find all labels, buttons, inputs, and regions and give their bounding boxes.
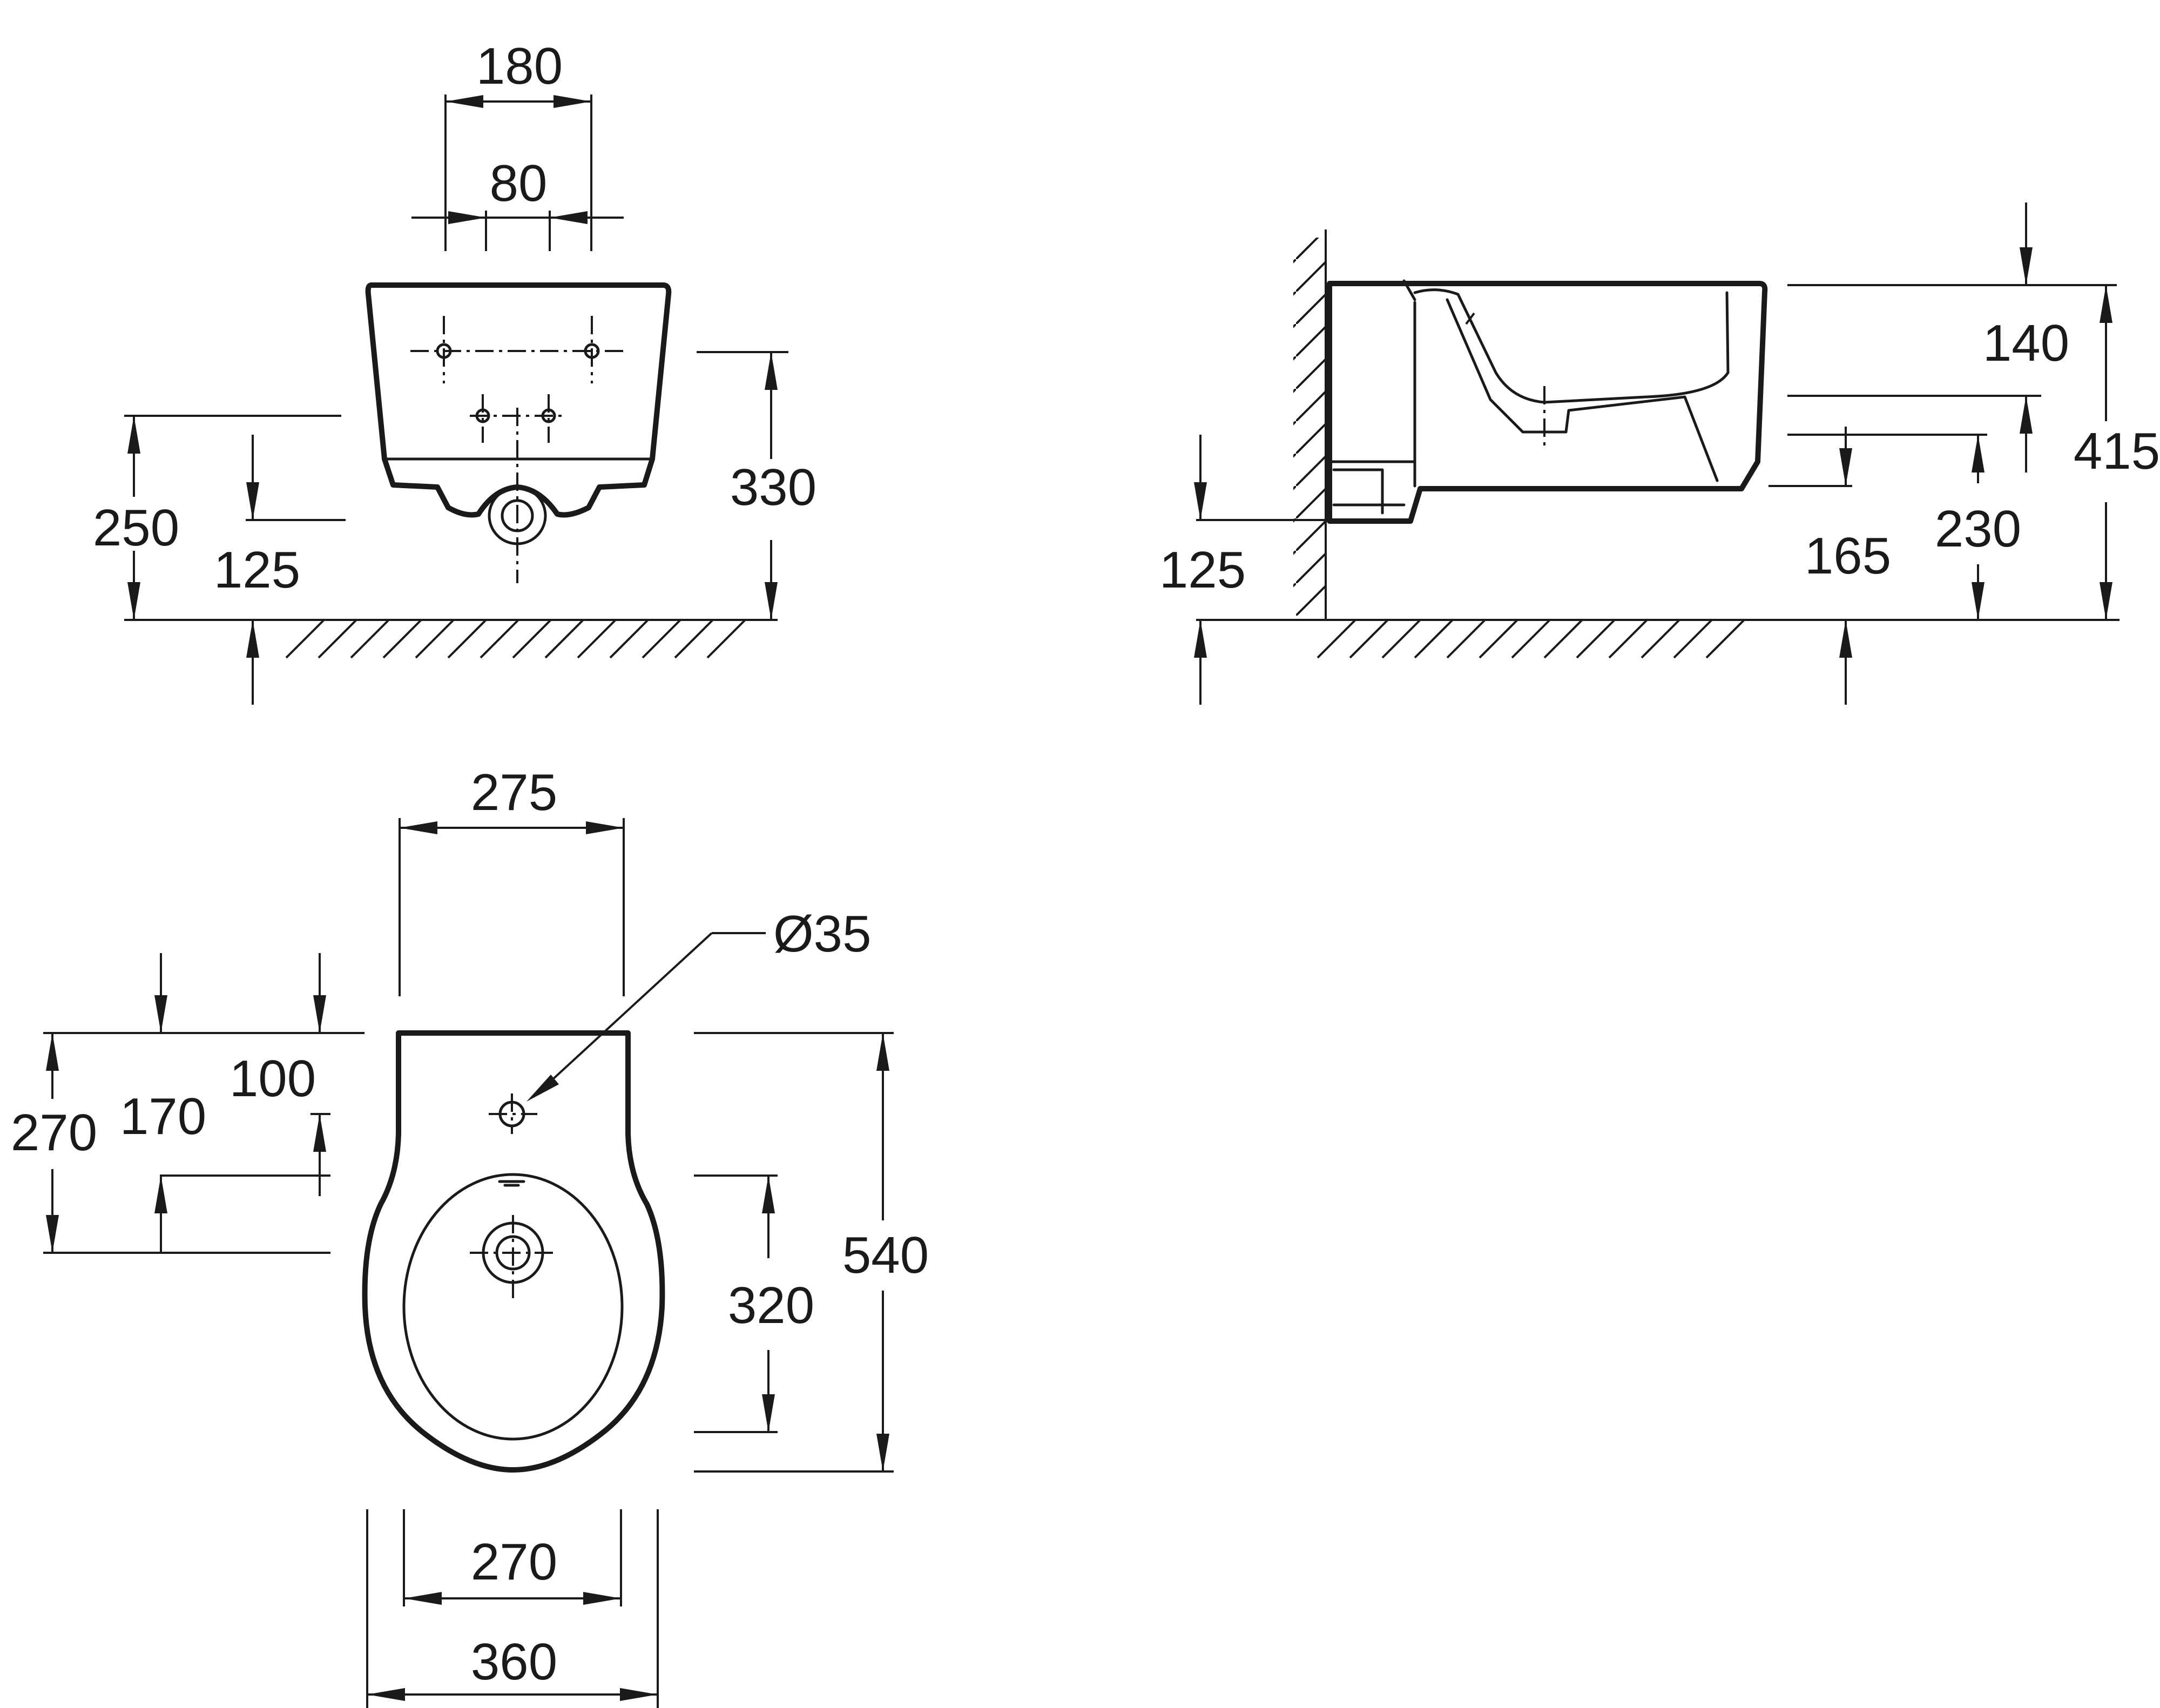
side-wall-hatch <box>1293 229 1327 620</box>
dim-top-100: 100 <box>230 953 330 1196</box>
dim-label: 275 <box>471 764 557 821</box>
dim-side-230: 230 <box>1787 434 2021 620</box>
dim-label: 125 <box>1159 541 1246 599</box>
dim-label: 230 <box>1935 500 2021 558</box>
side-body-outline <box>1327 281 1768 524</box>
dim-top-275: 275 <box>399 764 625 996</box>
top-view: 275 Ø35 270 170 <box>11 764 929 1708</box>
dim-label: 320 <box>728 1277 814 1334</box>
side-view: 140 415 230 165 <box>1159 202 2160 705</box>
dim-label: 100 <box>230 1050 316 1108</box>
dim-top-540: 540 <box>694 1032 929 1473</box>
side-bowl-inner <box>1413 288 1730 404</box>
dim-label: 270 <box>471 1533 557 1591</box>
dim-top-320: 320 <box>694 1174 814 1433</box>
dim-side-140: 140 <box>1787 202 2117 472</box>
dim-label: 180 <box>476 37 563 95</box>
dim-top-360: 360 <box>366 1509 659 1708</box>
dim-front-180: 180 <box>444 37 592 251</box>
dim-label: 250 <box>93 499 179 557</box>
top-bowl-inner <box>402 1173 624 1441</box>
dim-label: Ø35 <box>773 905 871 963</box>
front-tap-hole-left-icon <box>436 343 452 359</box>
dim-label: 270 <box>11 1104 97 1162</box>
side-bowl-floor <box>1446 298 1719 482</box>
dim-side-125: 125 <box>1159 435 1326 705</box>
dim-label: 360 <box>471 1633 557 1691</box>
dim-side-415: 415 <box>2074 285 2160 621</box>
dim-label: 140 <box>1983 314 2069 372</box>
dim-top-270-left: 270 <box>11 1032 364 1254</box>
front-tap-hole-right-icon <box>584 343 600 359</box>
dim-top-170: 170 <box>120 953 330 1253</box>
dim-front-125: 125 <box>214 435 346 705</box>
side-floor-hatch <box>1317 619 2120 659</box>
dim-label: 165 <box>1805 527 1891 585</box>
dim-label: 80 <box>490 154 548 212</box>
dim-top-270-bottom: 270 <box>403 1509 622 1606</box>
dim-label: 540 <box>842 1226 929 1284</box>
dim-label: 170 <box>120 1088 206 1145</box>
dim-top-hole-diameter: Ø35 <box>526 905 871 1102</box>
dim-front-330: 330 <box>697 351 816 620</box>
front-floor-hatch <box>124 619 778 659</box>
dim-label: 330 <box>730 458 816 516</box>
dim-label: 125 <box>214 541 300 599</box>
dim-front-80: 80 <box>411 154 624 251</box>
front-drain-outer-icon <box>488 486 547 545</box>
top-body-outline <box>362 1030 665 1473</box>
top-overflow-icon <box>498 1180 525 1187</box>
dim-side-165: 165 <box>1769 427 1891 705</box>
front-view: 180 80 330 250 <box>93 37 816 705</box>
dim-front-250: 250 <box>93 415 341 620</box>
dim-label: 415 <box>2074 422 2160 480</box>
front-fix-hole-left-icon <box>475 408 490 423</box>
front-fix-hole-right-icon <box>541 408 556 423</box>
front-drain-inner-icon <box>501 499 534 532</box>
